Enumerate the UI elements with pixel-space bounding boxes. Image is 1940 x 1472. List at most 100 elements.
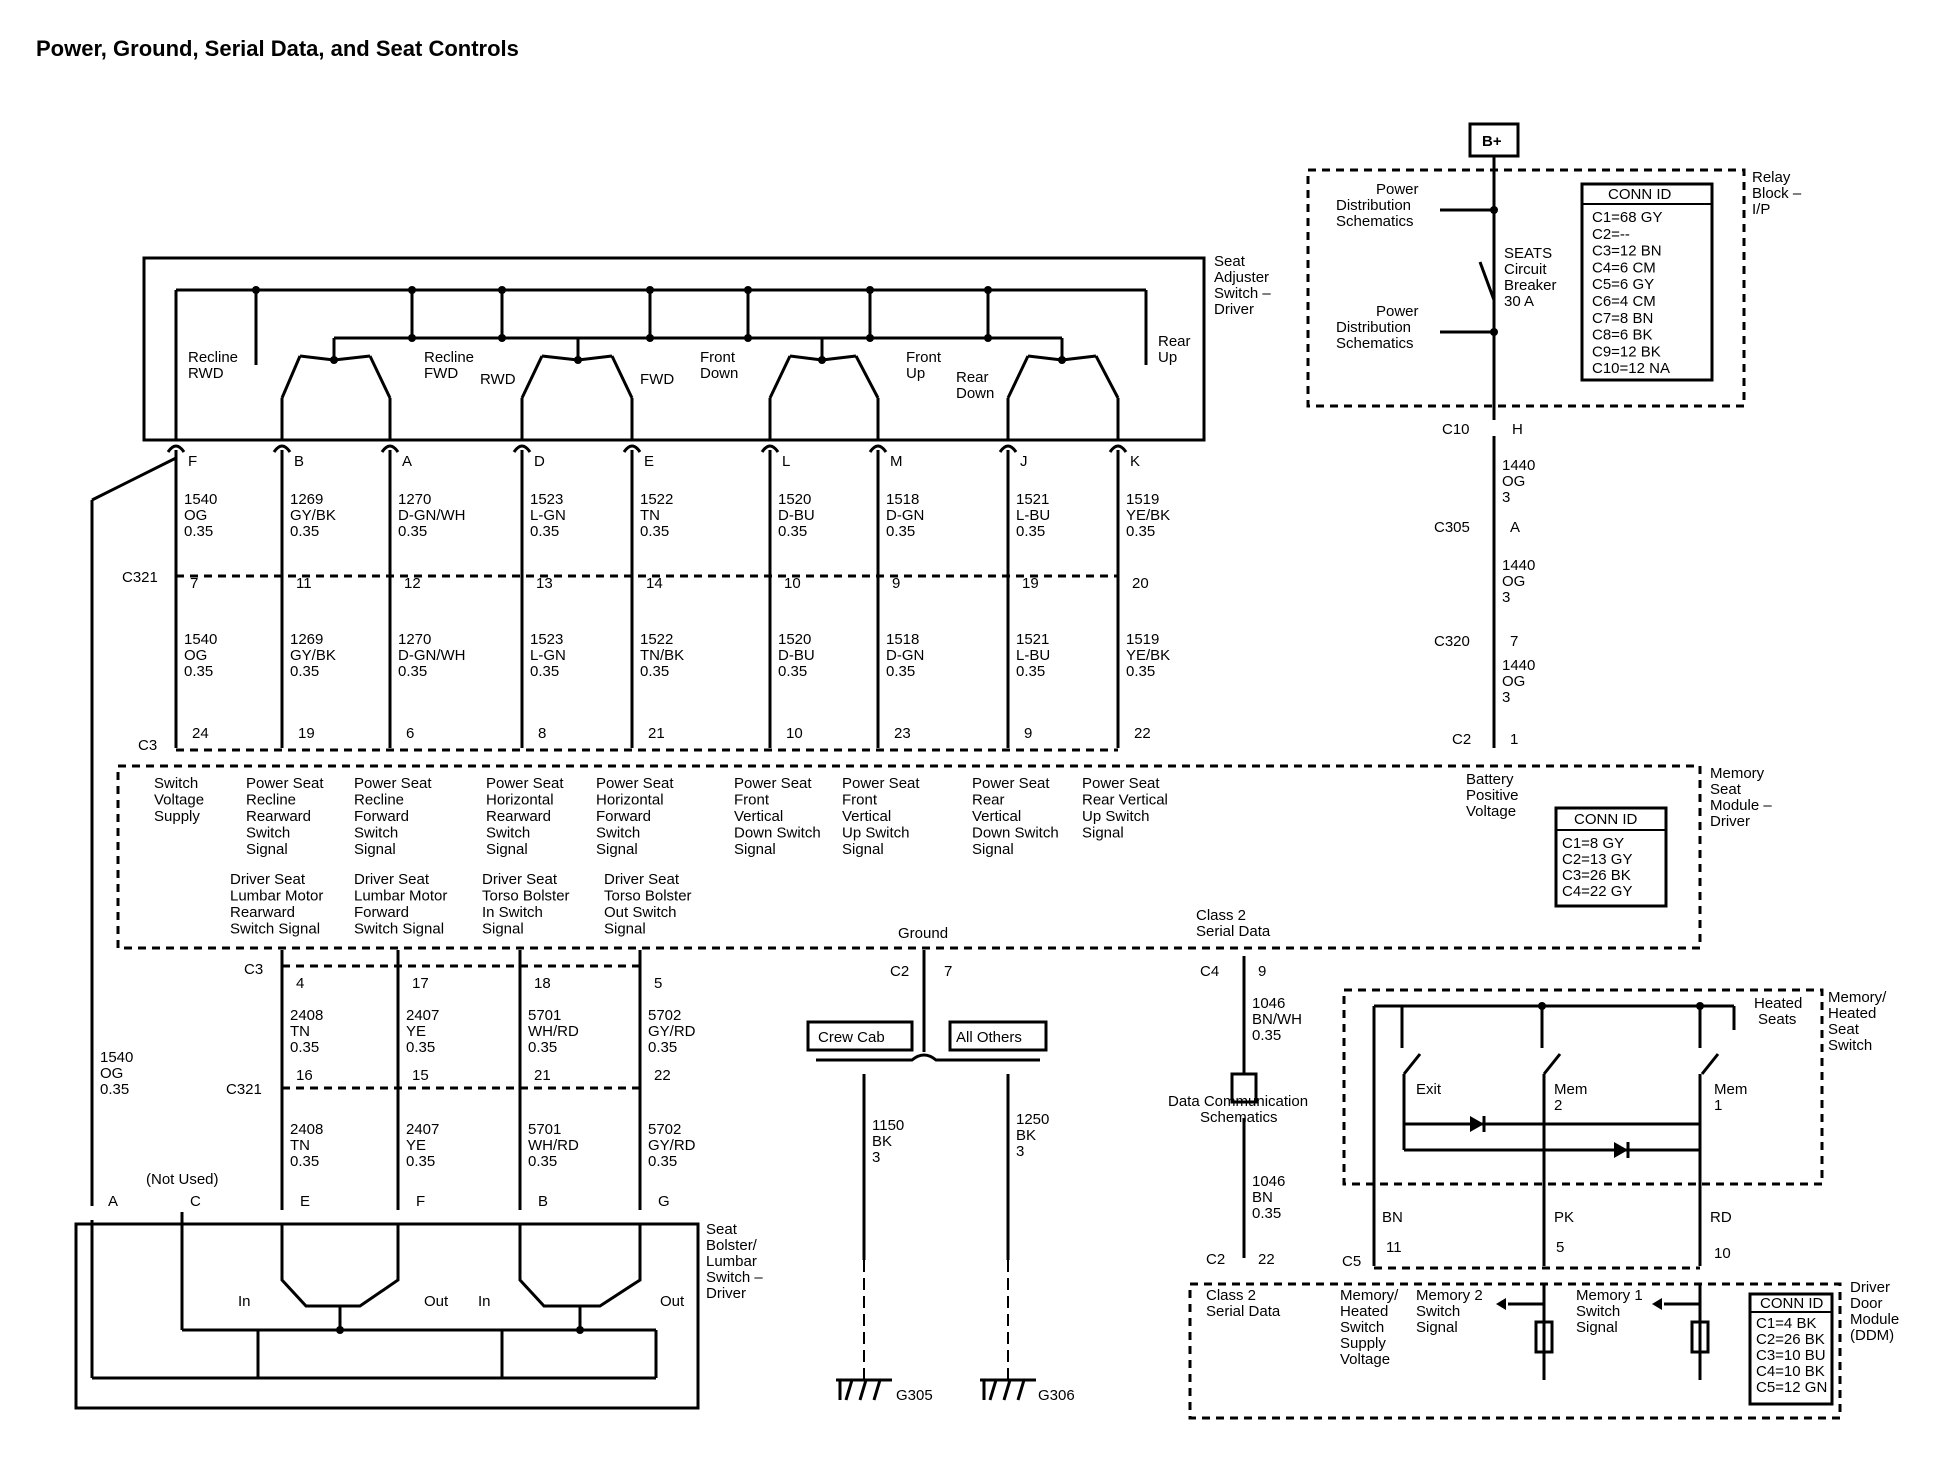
class2-2: Serial Data [1196, 923, 1271, 940]
lower2-gauge-2: 0.35 [528, 1153, 557, 1170]
g1-wire-color: BK [872, 1133, 892, 1150]
bolster-pin-c: C [190, 1193, 201, 1210]
recline-rwd-2: RWD [188, 365, 224, 382]
mem2-sw-2: 2 [1554, 1097, 1562, 1114]
c305-label: C305 [1434, 519, 1470, 536]
relay-conn-row-1: C2=-- [1592, 226, 1630, 243]
upper-gauge-5: 0.35 [778, 523, 807, 540]
pin-mark-6 [868, 444, 888, 453]
mem-conn-row-1: C2=13 GY [1562, 851, 1632, 868]
lower-c3-pin-2: 18 [534, 975, 551, 992]
lower2-color-3: GY/RD [648, 1137, 696, 1154]
ddm-name-2: Door [1850, 1295, 1883, 1312]
upper2-circuit-5: 1520 [778, 631, 811, 648]
not-used-label: (Not Used) [146, 1171, 219, 1188]
adjuster-pin-3: D [534, 453, 545, 470]
upper2-gauge-7: 0.35 [1016, 663, 1045, 680]
signal-8-0: Power Seat [1082, 775, 1160, 792]
lower2-color-0: TN [290, 1137, 310, 1154]
signal-5-1: Front [734, 792, 770, 809]
upper2-color-5: D-BU [778, 647, 815, 664]
lower-color-1: YE [406, 1023, 426, 1040]
signal-3-4: Signal [486, 841, 528, 858]
ground-labels: Crew Cab All Others 1150 BK 3 1250 BK 3 … [818, 1029, 1075, 1404]
pin-mark-3 [512, 444, 532, 453]
upper-circuit-1: 1269 [290, 491, 323, 508]
relay-conn-row-7: C8=6 BK [1592, 327, 1652, 344]
relay-conn-row-2: C3=12 BN [1592, 243, 1662, 260]
signal-0-0: Switch [154, 775, 198, 792]
lower-c321-pin-0: 16 [296, 1067, 313, 1084]
upper2-circuit-3: 1523 [530, 631, 563, 648]
lower-signal-2-1: Torso Bolster [482, 888, 570, 905]
c4-label: C4 [1200, 963, 1219, 980]
front-up-1: Front [906, 349, 942, 366]
bpv-3: Voltage [1466, 803, 1516, 820]
ddm-mem2-2: Switch [1416, 1303, 1460, 1320]
lower2-circuit-3: 5702 [648, 1121, 681, 1138]
ddm-conn-row-2: C3=10 BU [1756, 1347, 1826, 1364]
bolster-pin-0: E [300, 1193, 310, 1210]
ddm-conn-row-4: C5=12 GN [1756, 1379, 1827, 1396]
ddm-supply-3: Switch [1340, 1319, 1384, 1336]
adjuster-name-4: Driver [1214, 301, 1254, 318]
pin-11: 11 [1386, 1239, 1402, 1256]
lower-circuit-3: 5702 [648, 1007, 681, 1024]
g305-label: G305 [896, 1387, 933, 1404]
upper-gauge-7: 0.35 [1016, 523, 1045, 540]
dc-wire2-gauge: 0.35 [1252, 1205, 1281, 1222]
upper-gauge-6: 0.35 [886, 523, 915, 540]
c3-pin-2: 6 [406, 725, 414, 742]
signal-3-3: Switch [486, 825, 530, 842]
pin-5: 5 [1556, 1239, 1564, 1256]
bolster-name-2: Bolster/ [706, 1237, 758, 1254]
lower2-circuit-1: 2407 [406, 1121, 439, 1138]
ddm-supply-2: Heated [1340, 1303, 1388, 1320]
lower-gauge-0: 0.35 [290, 1039, 319, 1056]
out-label-1: Out [424, 1293, 449, 1310]
upper-gauge-1: 0.35 [290, 523, 319, 540]
c5-label: C5 [1342, 1253, 1361, 1270]
data-comm-labels: 1046 BN/WH 0.35 Data Communication Schem… [1168, 995, 1308, 1268]
relay-conn-row-8: C9=12 BK [1592, 343, 1661, 360]
c321-pin-5: 10 [784, 575, 801, 592]
relay-conn-row-6: C7=8 BN [1592, 310, 1653, 327]
signal-7-3: Down Switch [972, 825, 1059, 842]
ddm-supply-5: Voltage [1340, 1351, 1390, 1368]
signal-2-0: Power Seat [354, 775, 432, 792]
feed-seg2-gauge: 3 [1502, 589, 1510, 606]
upper-gauge-2: 0.35 [398, 523, 427, 540]
lower-color-3: GY/RD [648, 1023, 696, 1040]
upper-circuit-3: 1523 [530, 491, 563, 508]
relay-conn-row-9: C10=12 NA [1592, 360, 1670, 377]
pin-mark-7 [998, 444, 1018, 453]
mem-conn-row-2: C3=26 BK [1562, 867, 1631, 884]
lower-color-0: TN [290, 1023, 310, 1040]
ground-label: Ground [898, 925, 948, 942]
mem-conn-row-3: C4=22 GY [1562, 883, 1632, 900]
upper-color-4: TN [640, 507, 660, 524]
upper2-color-3: L-GN [530, 647, 566, 664]
mem2-sw-1: Mem [1554, 1081, 1587, 1098]
signal-8-2: Up Switch [1082, 808, 1150, 825]
g2-wire-circuit: 1250 [1016, 1111, 1049, 1128]
upper2-gauge-3: 0.35 [530, 663, 559, 680]
all-others-label: All Others [956, 1029, 1022, 1046]
c3-pin-0: 24 [192, 725, 209, 742]
rear-down-2: Down [956, 385, 994, 402]
signal-3-1: Horizontal [486, 792, 554, 809]
lower2-circuit-2: 5701 [528, 1121, 561, 1138]
recline-rwd-1: Recline [188, 349, 238, 366]
ddm-labels: Driver Door Module (DDM) Class 2 Serial … [1206, 1279, 1899, 1396]
seat-adjuster-labels: Seat Adjuster Switch – Driver Recline RW… [188, 253, 1271, 402]
signal-7-1: Rear [972, 792, 1005, 809]
signal-6-4: Signal [842, 841, 884, 858]
c321-pin-6: 9 [892, 575, 900, 592]
signal-7-2: Vertical [972, 808, 1021, 825]
lower-c3-pin-0: 4 [296, 975, 304, 992]
connector-labels: C321 C3 C3 C321 [122, 569, 263, 1098]
feed-seg2-color: OG [1502, 573, 1525, 590]
signal-6-1: Front [842, 792, 878, 809]
c321-pin-7: 19 [1022, 575, 1039, 592]
pin-mark-4 [622, 444, 642, 453]
